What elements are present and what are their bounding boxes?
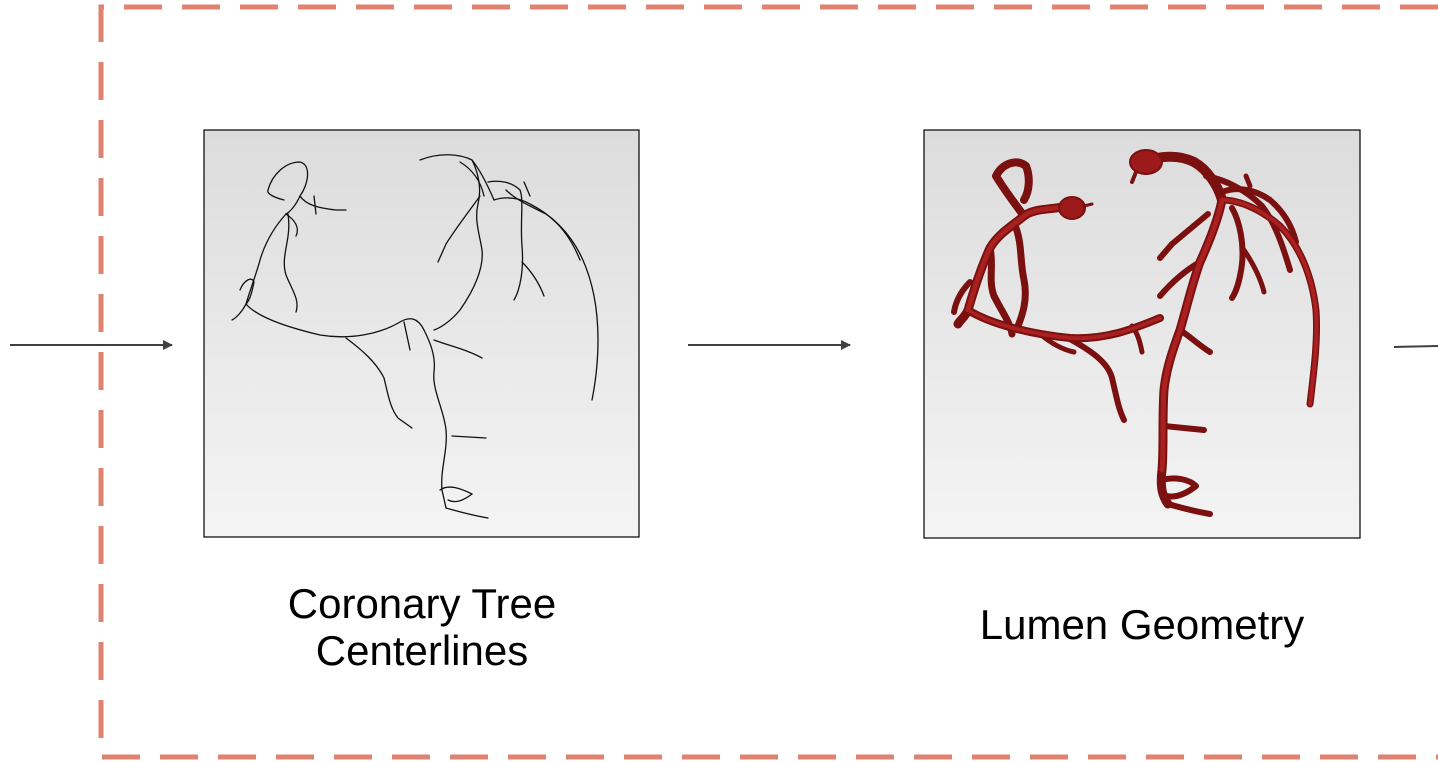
lumen-frame (924, 130, 1360, 538)
lumen-panel (924, 130, 1360, 538)
centerlines-label-line-1: Coronary Tree (204, 580, 640, 627)
centerlines-label-line-2: Centerlines (204, 627, 640, 674)
centerlines-frame (204, 130, 639, 537)
arrow-right-icon (1394, 346, 1438, 347)
lumen-label-line-1: Lumen Geometry (924, 601, 1360, 648)
centerlines-label: Coronary Tree Centerlines (204, 580, 640, 674)
centerlines-panel (204, 130, 639, 537)
rca-ostium-bulb (1059, 197, 1085, 219)
lumen-label: Lumen Geometry (924, 601, 1360, 648)
